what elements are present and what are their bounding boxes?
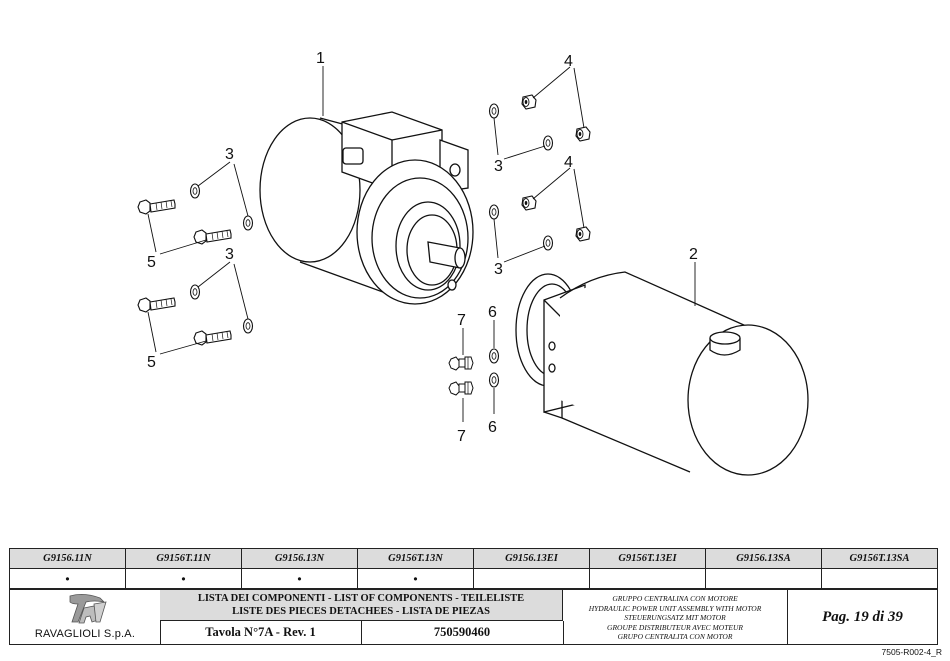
list-heading-line: LISTA DEI COMPONENTI - LIST OF COMPONENT… [197,593,525,604]
table-number: Tavola N°7A - Rev. 1 [160,621,362,644]
callout-3: 3 [225,246,234,263]
model-applicability-table: G9156.11N G9156T.11N G9156.13N G9156T.13… [9,548,938,589]
description-line: GROUPE DISTRIBUTEUR AVEC MOTEUR [607,622,743,632]
company-name: RAVAGLIOLI S.p.A. [34,628,136,640]
model-mark [473,568,590,589]
exploded-view-drawing: 1 2 3 3 3 3 4 4 5 5 6 6 7 7 [137,50,809,476]
model-mark: • [125,568,242,589]
model-codes-row: G9156.11N G9156T.11N G9156.13N G9156T.13… [9,548,938,569]
callout-3: 3 [494,261,503,278]
model-code: G9156T.11N [125,548,242,569]
description-line: HYDRAULIC POWER UNIT ASSEMBLY WITH MOTOR [588,603,762,613]
component-list-heading: LISTA DEI COMPONENTI - LIST OF COMPONENT… [160,590,563,621]
model-mark: • [9,568,126,589]
callout-6: 6 [488,419,497,436]
model-code: G9156.13EI [473,548,590,569]
model-mark [821,568,938,589]
description-line: GRUPPO CENTRALINA CON MOTORE [612,594,738,603]
fittings-part-7 [448,356,474,396]
nuts-part-4 [521,94,591,242]
assembly-description: GRUPPO CENTRALINA CON MOTORE HYDRAULIC P… [563,590,788,644]
model-code: G9156.11N [9,548,126,569]
document-reference: 7505-R002-4_R [881,647,942,657]
seals-part-6 [488,348,500,388]
company-logo-cell: RAVAGLIOLI S.p.A. [10,590,161,644]
company-logo-icon [69,594,107,624]
part-code: 750590460 [361,621,564,644]
model-code: G9156.13N [241,548,358,569]
model-code: G9156T.13EI [589,548,706,569]
callout-6: 6 [488,304,497,321]
description-line: GRUPO CENTRALITA CON MOTOR [617,632,733,642]
model-mark [589,568,706,589]
list-heading-line: LISTE DES PIECES DETACHEES - LISTA DE PI… [232,606,490,617]
model-mark: • [241,568,358,589]
callout-5: 5 [147,254,156,271]
callout-4: 4 [564,154,573,171]
model-code: G9156T.13N [357,548,474,569]
callout-2: 2 [689,246,698,263]
leader-lines [147,66,696,422]
model-marks-row: • • • • [9,568,938,589]
model-mark [705,568,822,589]
model-mark: • [357,568,474,589]
callout-7: 7 [457,312,466,329]
page-number: Pag. 19 di 39 [822,609,903,625]
callout-3: 3 [494,158,503,175]
pump-unit-part-2 [515,271,809,476]
title-block: RAVAGLIOLI S.p.A. LISTA DEI COMPONENTI -… [9,589,938,645]
motor-part-1 [259,111,474,305]
model-code: G9156.13SA [705,548,822,569]
callout-1: 1 [316,50,325,67]
model-code: G9156T.13SA [821,548,938,569]
callout-3: 3 [225,146,234,163]
callout-7: 7 [457,428,466,445]
callout-4: 4 [564,53,573,70]
description-line: STEUERUNGSATZ MIT MOTOR [624,613,726,623]
callout-5: 5 [147,354,156,371]
